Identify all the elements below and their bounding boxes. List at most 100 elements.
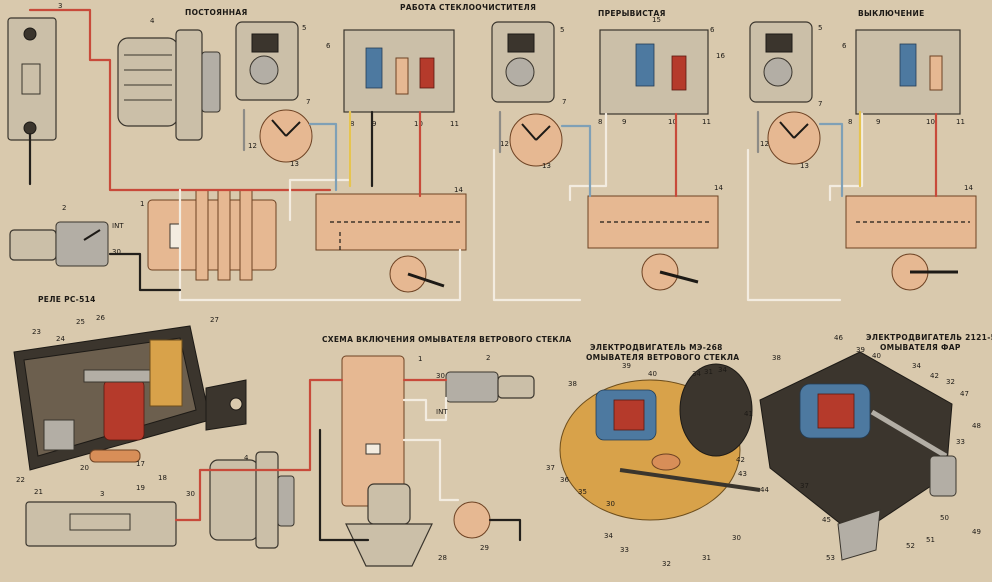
title-motor-me268-line1: ЭЛЕКТРОДВИГАТЕЛЬ МЭ-268 bbox=[590, 343, 723, 352]
p3-callout-5: 5 bbox=[818, 24, 822, 32]
me268-callout-33: 33 bbox=[620, 546, 629, 554]
m2121-callout-39: 39 bbox=[856, 346, 865, 354]
relay-callout-25: 25 bbox=[76, 318, 85, 326]
p1-callout-10: 10 bbox=[414, 120, 423, 128]
generator-top-end-cap bbox=[175, 29, 203, 141]
p2-callout-10: 10 bbox=[668, 118, 677, 126]
m2121-callout-38: 38 bbox=[772, 354, 781, 362]
me268-callout-34b: 34 bbox=[604, 532, 613, 540]
column-switch-top-body bbox=[55, 221, 109, 267]
relay-coil-1 bbox=[365, 47, 383, 89]
p2-callout-13: 13 bbox=[542, 162, 551, 170]
me268-callout-41: 41 bbox=[744, 410, 753, 418]
motor-2121-pump-head bbox=[929, 455, 957, 497]
washer-switch-int-label: INT bbox=[436, 408, 448, 416]
generator-top-body bbox=[117, 37, 179, 127]
battery-top-positive-terminal bbox=[23, 27, 37, 41]
callout-4: 4 bbox=[150, 17, 155, 25]
fuse-block-top-body bbox=[147, 199, 277, 271]
p2-callout-16: 16 bbox=[716, 52, 725, 60]
washer-callout-29: 29 bbox=[480, 544, 489, 552]
p1-callout-12: 12 bbox=[248, 142, 257, 150]
m2121-callout-37: 37 bbox=[800, 482, 809, 490]
switch-top-int-label: INT bbox=[112, 222, 124, 230]
relay-bracket bbox=[205, 379, 247, 431]
m2121-callout-46: 46 bbox=[834, 334, 843, 342]
title-motor-2121-line2: ОМЫВАТЕЛЯ ФАР bbox=[880, 343, 961, 352]
motor-me268-cutaway bbox=[559, 363, 761, 521]
motor-2121-bracket bbox=[837, 509, 881, 561]
me268-callout-30b: 30 bbox=[732, 534, 741, 542]
m2121-callout-34: 34 bbox=[912, 362, 921, 370]
relay-callout-23: 23 bbox=[32, 328, 41, 336]
title-motor-2121-line1: ЭЛЕКТРОДВИГАТЕЛЬ 2121-5208009 bbox=[866, 333, 992, 342]
column-switch-bottom bbox=[445, 371, 499, 403]
m2121-callout-47: 47 bbox=[960, 390, 969, 398]
fuse-block-top bbox=[147, 189, 277, 281]
title-wiper-operation: РАБОТА СТЕКЛООЧИСТИТЕЛЯ bbox=[400, 3, 536, 12]
title-intermittent: ПРЕРЫВИСТАЯ bbox=[598, 9, 666, 18]
me268-callout-34: 34 bbox=[718, 366, 727, 374]
relay-callout-20: 20 bbox=[80, 464, 89, 472]
washer-callout-2: 2 bbox=[486, 354, 490, 362]
panel-off bbox=[749, 21, 977, 291]
m2121-callout-49: 49 bbox=[972, 528, 981, 536]
panel-permanent bbox=[235, 21, 467, 293]
relay-callout-22: 22 bbox=[16, 476, 25, 484]
battery-top-negative-terminal bbox=[23, 121, 37, 135]
washer-pump-motor bbox=[367, 483, 411, 525]
battery-top bbox=[7, 17, 57, 141]
title-off: ВЫКЛЮЧЕНИЕ bbox=[858, 9, 925, 18]
washer-callout-4: 4 bbox=[244, 454, 249, 462]
m2121-callout-52: 52 bbox=[906, 542, 915, 550]
p2-callout-11: 11 bbox=[702, 118, 711, 126]
wiper-motor-1-brushes bbox=[251, 33, 279, 53]
generator-top-pulley bbox=[201, 51, 221, 113]
column-switch-top-knob bbox=[9, 229, 57, 261]
motor-me268-shaft bbox=[619, 468, 761, 492]
title-motor-me268-line2: ОМЫВАТЕЛЯ ВЕТРОВОГО СТЕКЛА bbox=[586, 353, 739, 362]
title-permanent: ПОСТОЯННАЯ bbox=[185, 8, 248, 17]
relay-rs514-cutaway bbox=[13, 325, 247, 471]
m2121-callout-50: 50 bbox=[940, 514, 949, 522]
me268-callout-30: 30 bbox=[606, 500, 615, 508]
relay-callout-21: 21 bbox=[34, 488, 43, 496]
relay-callout-24: 24 bbox=[56, 335, 65, 343]
panel-intermittent bbox=[491, 21, 719, 291]
p3-callout-11: 11 bbox=[956, 118, 965, 126]
p3-callout-6: 6 bbox=[842, 42, 847, 50]
p3-callout-12: 12 bbox=[760, 140, 769, 148]
relay-resistor bbox=[89, 449, 141, 463]
relay-contacts bbox=[149, 339, 183, 407]
generator-top bbox=[117, 29, 221, 141]
relay-bimetal-1 bbox=[395, 57, 409, 95]
m2121-callout-40: 40 bbox=[872, 352, 881, 360]
top-wiring bbox=[28, 8, 938, 302]
me268-callout-31: 31 bbox=[704, 368, 713, 376]
p1-callout-11: 11 bbox=[450, 120, 459, 128]
relay-callout-19: 19 bbox=[136, 484, 145, 492]
p3-callout-14: 14 bbox=[964, 184, 973, 192]
m2121-callout-45: 45 bbox=[822, 516, 831, 524]
m2121-callout-42: 42 bbox=[930, 372, 939, 380]
generator-bottom bbox=[209, 459, 259, 541]
motor-me268-cover bbox=[679, 363, 753, 457]
fuse-top bbox=[169, 223, 181, 249]
me268-callout-35: 35 bbox=[578, 488, 587, 496]
me268-callout-43: 43 bbox=[738, 470, 747, 478]
p1-callout-6: 6 bbox=[326, 42, 331, 50]
p3-callout-8: 8 bbox=[848, 118, 852, 126]
p3-callout-10: 10 bbox=[926, 118, 935, 126]
motor-me268-armature bbox=[613, 399, 645, 431]
switch-top-30-label: 30 bbox=[112, 248, 121, 256]
m2121-callout-33: 33 bbox=[956, 438, 965, 446]
relay-callout-27: 27 bbox=[210, 316, 219, 324]
column-switch-top bbox=[9, 221, 109, 267]
relay-terminal-block bbox=[43, 419, 75, 451]
p2-callout-8: 8 bbox=[598, 118, 602, 126]
battery-top-case bbox=[7, 17, 57, 141]
p1-callout-9: 9 bbox=[372, 120, 376, 128]
washer-relay-switch bbox=[453, 501, 491, 539]
p1-callout-8: 8 bbox=[350, 120, 354, 128]
me268-callout-34c: 34 bbox=[692, 370, 701, 378]
